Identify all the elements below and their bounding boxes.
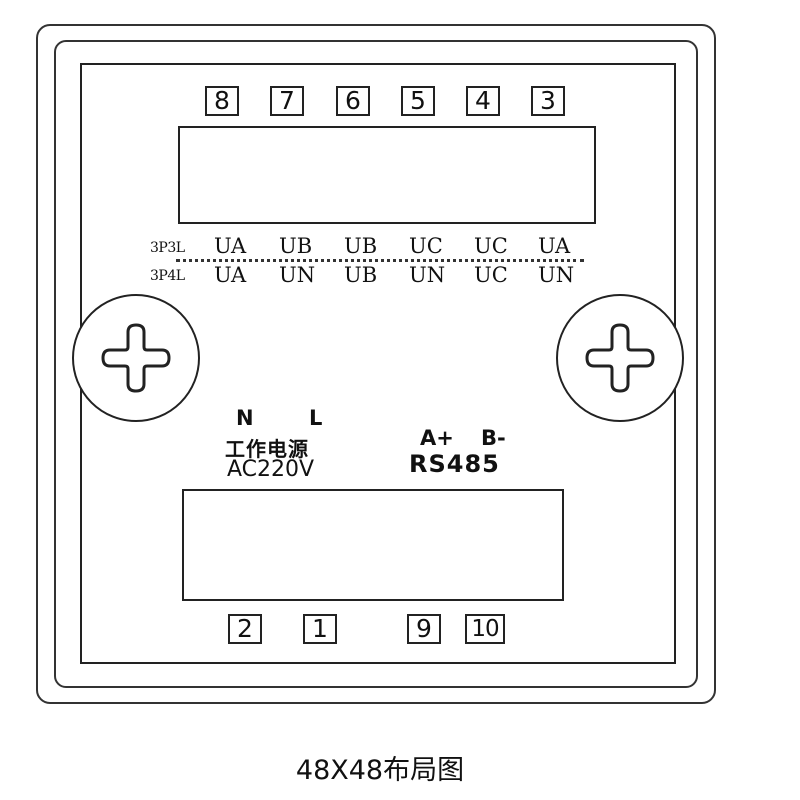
terminal-4: 4 — [466, 86, 500, 116]
wiring-3p4l-t6: UB — [344, 263, 378, 287]
outer-housing — [36, 24, 716, 704]
terminal-9: 9 — [407, 614, 441, 644]
wiring-3p4l-label: 3P4L — [150, 268, 185, 284]
wiring-3p3l-t4: UC — [474, 234, 508, 258]
terminal-2: 2 — [228, 614, 262, 644]
power-title: 工作电源 — [225, 437, 309, 461]
wiring-3p4l-t4: UC — [474, 263, 508, 287]
terminal-3: 3 — [531, 86, 565, 116]
terminal-10: 10 — [465, 614, 505, 644]
wiring-3p4l-t7: UN — [279, 263, 316, 287]
terminal-5: 5 — [401, 86, 435, 116]
power-l-label: L — [309, 406, 323, 430]
power-voltage: AC220V — [227, 457, 315, 482]
power-n-label: N — [236, 406, 254, 430]
terminal-7: 7 — [270, 86, 304, 116]
rs485-b-label: B- — [481, 426, 506, 450]
top-terminal-block — [178, 126, 596, 224]
bottom-terminal-block — [182, 489, 564, 601]
wiring-3p3l-t6: UB — [344, 234, 378, 258]
diagram-caption: 48X48布局图 — [295, 755, 465, 786]
wiring-3p4l-t5: UN — [409, 263, 446, 287]
wiring-3p4l-t3: UN — [538, 263, 575, 287]
wiring-3p3l-t3: UA — [538, 234, 571, 258]
wiring-3p3l-t5: UC — [409, 234, 443, 258]
wiring-3p4l-t8: UA — [214, 263, 247, 287]
terminal-1: 1 — [303, 614, 337, 644]
terminal-6: 6 — [336, 86, 370, 116]
terminal-8: 8 — [205, 86, 239, 116]
wiring-3p3l-t7: UB — [279, 234, 313, 258]
wiring-3p3l-t8: UA — [214, 234, 247, 258]
wiring-separator — [176, 259, 584, 262]
screw-right-icon — [556, 294, 684, 422]
wiring-3p3l-label: 3P3L — [150, 240, 185, 256]
rs485-title: RS485 — [409, 450, 500, 478]
rs485-a-label: A+ — [420, 426, 454, 450]
inner-housing — [54, 40, 698, 688]
screw-left-icon — [72, 294, 200, 422]
